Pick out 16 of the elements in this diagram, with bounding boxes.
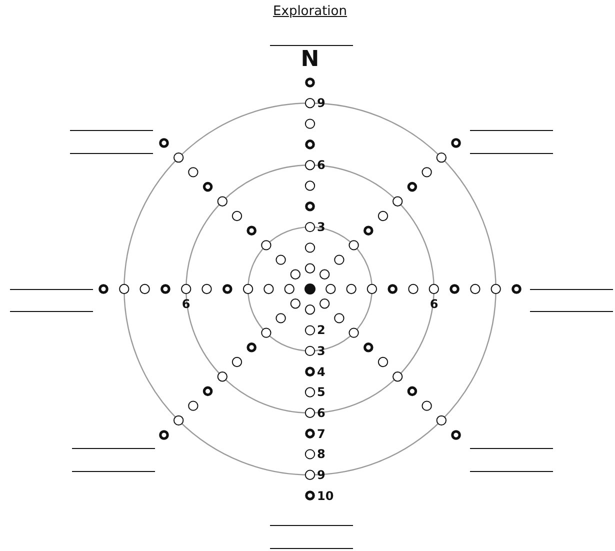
number-label: 6 (430, 298, 438, 310)
title: Exploration (273, 5, 347, 18)
north-label: N (300, 49, 320, 71)
number-label: 10 (317, 490, 334, 502)
number-label: 9 (317, 469, 326, 481)
number-label: 6 (182, 298, 190, 310)
number-label: 5 (317, 386, 326, 398)
number-label: 2 (317, 324, 326, 336)
number-label: 7 (317, 428, 326, 440)
number-label: 6 (317, 159, 326, 171)
number-label: 6 (317, 407, 326, 419)
number-label: 9 (317, 97, 326, 109)
number-label: 3 (317, 345, 326, 357)
number-label: 8 (317, 448, 326, 460)
number-label: 4 (317, 366, 326, 378)
number-label: 3 (317, 221, 326, 233)
